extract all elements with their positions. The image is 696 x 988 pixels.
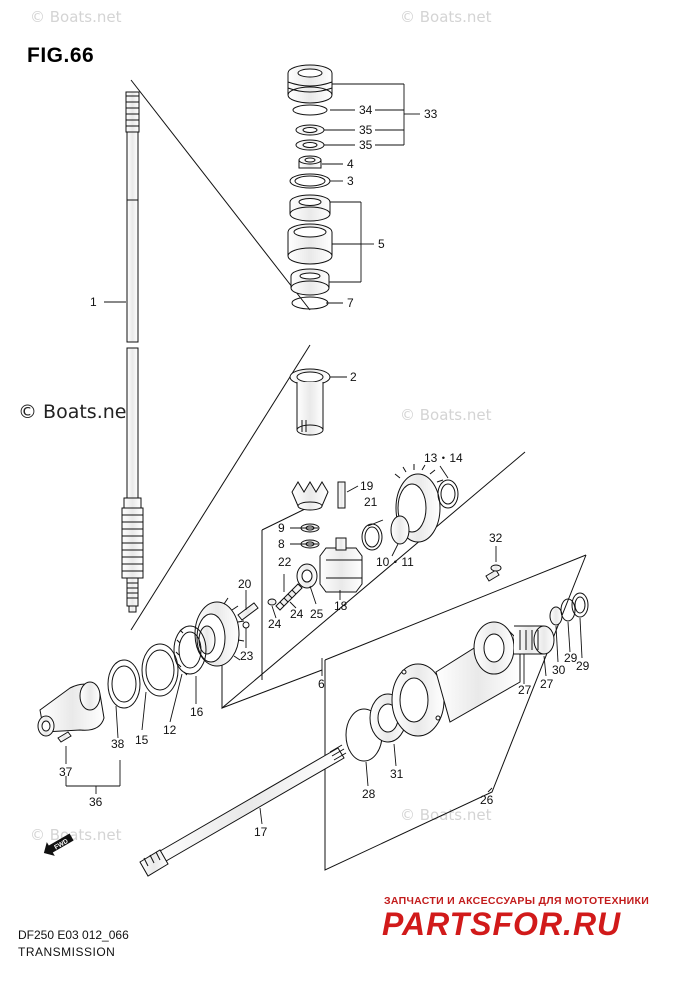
callout-35b: 35: [359, 138, 373, 152]
shim-13-14: [437, 479, 459, 509]
group-outline-lines: [130, 79, 587, 871]
reverse-gear-10-11: [390, 464, 444, 545]
watermark-text: © Boats.net: [30, 826, 122, 844]
bearing-housing-33: [287, 64, 333, 104]
callout-9: 9: [278, 521, 285, 535]
callout-21: 21: [364, 495, 378, 509]
bushing-4: [298, 155, 322, 169]
ring-29: [560, 592, 589, 622]
o-ring-34: [292, 104, 328, 116]
callout-30: 30: [552, 663, 566, 677]
callout-34: 34: [359, 103, 373, 117]
callout-6: 6: [318, 677, 325, 691]
callout-32: 32: [489, 531, 503, 545]
callout-8: 8: [278, 537, 285, 551]
drive-shaft: [121, 91, 144, 613]
watermark-main: © Boats.net: [18, 401, 134, 423]
ring-21: [361, 523, 383, 551]
callout-31: 31: [390, 767, 404, 781]
section-name: TRANSMISSION: [18, 945, 116, 959]
callout-3: 3: [347, 174, 354, 188]
pin-22: [267, 598, 277, 606]
callout-7: 7: [347, 296, 354, 310]
callout-2: 2: [350, 370, 357, 384]
watermark-text: © Boats.net: [400, 806, 492, 824]
shim-15: [141, 643, 179, 697]
watermark-text: © Boats.net: [400, 8, 492, 26]
watermark-layer: © Boats.net © Boats.net © Boats.net © Bo…: [18, 8, 492, 844]
callout-28: 28: [362, 787, 376, 801]
callout-35a: 35: [359, 123, 373, 137]
watermark-text: © Boats.net: [30, 8, 122, 26]
callout-13-14: 13・14: [424, 451, 463, 465]
callout-19: 19: [360, 479, 374, 493]
bolt-32: [485, 564, 502, 582]
thrust-bearing-12: [173, 625, 207, 676]
clutch-dog-18: [319, 537, 363, 593]
callout-16: 16: [190, 705, 204, 719]
callout-22: 22: [278, 555, 292, 569]
plunger-24: [275, 583, 303, 611]
ball-23: [242, 621, 250, 629]
shift-cam-36-37: [37, 681, 105, 743]
callout-18: 18: [334, 599, 348, 613]
callout-24b: 24: [290, 607, 304, 621]
callout-15: 15: [135, 733, 149, 747]
bearing-30: [549, 606, 563, 626]
propeller-shaft-17: [139, 744, 347, 877]
callout-20: 20: [238, 577, 252, 591]
callout-labels: 1 2 3 4 5 6 7 8 9 10・11 12 13・14 15 16 1…: [59, 103, 590, 839]
callout-25: 25: [310, 607, 324, 621]
shop-logo: PARTSFOR.RU: [382, 906, 622, 942]
needle-bearing-27: [513, 625, 555, 655]
callout-5: 5: [378, 237, 385, 251]
callout-24a: 24: [268, 617, 282, 631]
seal-35: [295, 124, 325, 151]
callout-23: 23: [240, 649, 254, 663]
callout-37: 37: [59, 765, 73, 779]
bearing-housing-26: [391, 621, 521, 737]
shop-tagline: ЗАПЧАСТИ И АКСЕССУАРЫ ДЛЯ МОТОТЕХНИКИ: [384, 895, 650, 907]
callout-38: 38: [111, 737, 125, 751]
shim-3: [289, 173, 331, 189]
circlip-7: [291, 296, 329, 310]
figure-title: FIG.66: [27, 44, 95, 67]
shim-38: [107, 659, 141, 709]
callout-12: 12: [163, 723, 177, 737]
model-code: DF250 E03 012_066: [18, 928, 129, 942]
callout-4: 4: [347, 157, 354, 171]
callout-29a: 29: [564, 651, 578, 665]
callout-29b: 29: [576, 659, 590, 673]
callout-17: 17: [254, 825, 268, 839]
pinion-gear-6: [291, 481, 329, 511]
callout-10-11: 10・11: [376, 555, 414, 569]
forward-gear-16: [194, 597, 245, 667]
spring-25: [296, 563, 318, 589]
shift-rod-20: [237, 602, 259, 621]
watermark-text: © Boats.net: [400, 406, 492, 424]
callout-1: 1: [90, 295, 97, 309]
callout-36: 36: [89, 795, 103, 809]
callout-33: 33: [424, 107, 438, 121]
bearing-5: [287, 194, 333, 296]
callout-26: 26: [480, 793, 494, 807]
callout-27b: 27: [540, 677, 554, 691]
callout-27a: 27: [518, 683, 532, 697]
leader-lines: [65, 83, 583, 825]
pin-19: [337, 481, 346, 509]
sleeve-2: [289, 368, 331, 436]
